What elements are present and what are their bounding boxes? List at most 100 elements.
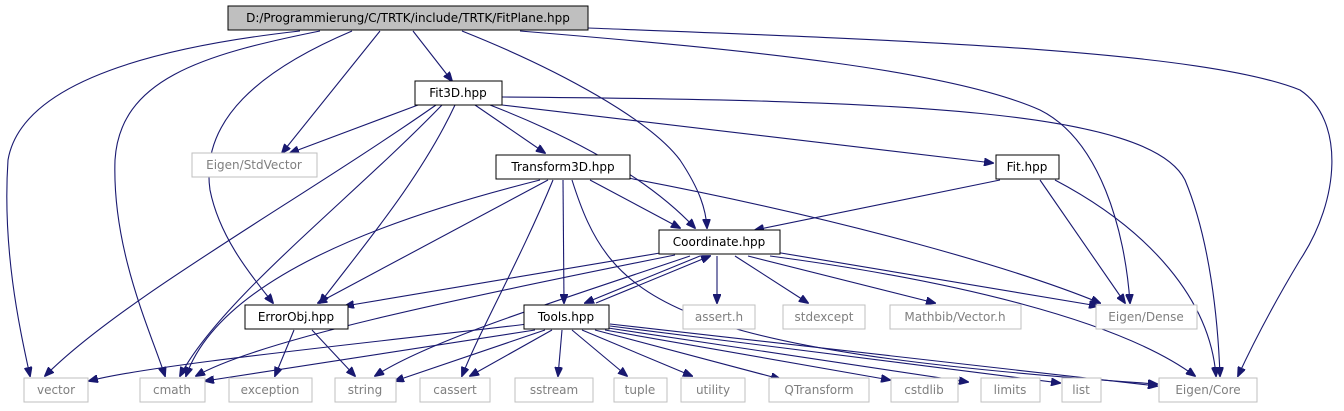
node-limits: limits (980, 377, 1041, 403)
node-errorobj-label: ErrorObj.hpp (258, 310, 334, 324)
node-tuple: tuple (613, 377, 668, 403)
node-cassert-label: cassert (433, 383, 477, 397)
node-dense-label: Eigen/Dense (1108, 310, 1183, 324)
node-exception: exception (228, 377, 313, 403)
edge-transform3d-cassert (462, 179, 554, 376)
dependency-edges (6, 27, 1333, 386)
edge-fit3d-transform3d (474, 104, 545, 153)
edge-tools-cstdlib (604, 329, 890, 380)
edge-root-coordinate (461, 30, 707, 228)
edge-tools-limits (607, 327, 968, 382)
node-core: Eigen/Core (1158, 377, 1258, 403)
edge-errorobj-string (311, 329, 355, 376)
edge-fit3d-core (501, 96, 1220, 376)
edge-errorobj-exception (275, 329, 295, 376)
edge-transform3d-tools (563, 179, 564, 303)
node-mathbib: Mathbib/Vector.h (889, 304, 1022, 330)
edge-root-cmath (114, 30, 321, 376)
edge-tools-cassert (470, 329, 553, 376)
node-errorobj[interactable]: ErrorObj.hpp (244, 304, 349, 330)
node-string-label: string (348, 383, 382, 397)
edge-coordinate-string (375, 255, 691, 376)
node-tuple-label: tuple (625, 383, 656, 397)
edge-fit-dense (1039, 179, 1125, 303)
edge-coordinate-mathbib (747, 255, 935, 303)
node-fit3d[interactable]: Fit3D.hpp (414, 80, 503, 106)
node-coordinate[interactable]: Coordinate.hpp (658, 229, 781, 255)
edge-transform3d-core (571, 179, 1157, 384)
edge-tools-list (609, 325, 1060, 383)
edge-tools-coordinate (595, 256, 710, 304)
edge-root-core (587, 27, 1333, 376)
edge-tools-tuple (571, 329, 627, 376)
edge-tools-cmath (205, 329, 536, 381)
node-vector: vector (23, 377, 89, 403)
node-sstream-label: sstream (530, 383, 578, 397)
edge-tools-string (395, 329, 546, 381)
edge-fit3d-stdvector (290, 104, 419, 153)
node-stdvector: Eigen/StdVector (191, 152, 318, 178)
node-root-label: D:/Programmierung/C/TRTK/include/TRTK/Fi… (246, 11, 570, 25)
node-utility: utility (680, 377, 746, 403)
edge-coordinate-cmath (196, 254, 676, 376)
edge-transform3d-dense (627, 177, 1100, 303)
edge-coordinate-tools (585, 255, 701, 303)
node-cmath: cmath (139, 377, 206, 403)
node-dense: Eigen/Dense (1095, 304, 1198, 330)
node-sstream: sstream (514, 377, 594, 403)
node-exception-label: exception (241, 383, 300, 397)
node-stdexcept-label: stdexcept (795, 310, 854, 324)
edge-fit3d-fit (501, 104, 993, 163)
edge-coordinate-stdexcept (734, 255, 808, 303)
node-asserth: assert.h (682, 304, 756, 330)
node-tools-label: Tools.hpp (537, 310, 594, 324)
edge-root-fit3d (412, 30, 452, 81)
node-list-label: list (1072, 383, 1090, 397)
edge-fit3d-vector (45, 104, 437, 376)
edge-coordinate-dense (774, 251, 1098, 306)
edge-coordinate-core (769, 255, 1195, 376)
node-stdvector-label: Eigen/StdVector (206, 158, 302, 172)
node-fit[interactable]: Fit.hpp (995, 154, 1060, 180)
node-cstdlib: cstdlib (890, 377, 959, 403)
edge-transform3d-coordinate (589, 179, 680, 228)
edge-root-dense (519, 30, 1130, 303)
node-tools[interactable]: Tools.hpp (523, 304, 610, 330)
edge-root-vector (6, 30, 301, 376)
node-asserth-label: assert.h (695, 310, 743, 324)
node-cmath-label: cmath (153, 383, 191, 397)
node-qtransform: QTransform (768, 377, 870, 403)
node-limits-label: limits (994, 383, 1027, 397)
edge-tools-vector (89, 323, 529, 381)
edge-fit3d-cmath (180, 104, 443, 376)
edge-fit-core (1054, 179, 1216, 376)
node-core-label: Eigen/Core (1175, 383, 1240, 397)
edge-fit-coordinate (755, 179, 1001, 230)
edge-coordinate-errorobj (345, 252, 661, 306)
node-root[interactable]: D:/Programmierung/C/TRTK/include/TRTK/Fi… (227, 5, 589, 31)
node-vector-label: vector (37, 383, 75, 397)
edge-transform3d-errorobj (318, 179, 549, 303)
edge-fit3d-errorobj (320, 104, 456, 303)
node-fit-label: Fit.hpp (1007, 160, 1048, 174)
edge-tools-qtransform (594, 329, 780, 379)
node-cassert: cassert (419, 377, 491, 403)
edge-transform3d-cmath (186, 179, 541, 376)
node-string: string (334, 377, 397, 403)
node-transform3d[interactable]: Transform3D.hpp (495, 154, 631, 180)
node-qtransform-label: QTransform (784, 383, 853, 397)
edge-root-stdvector (282, 30, 381, 153)
node-stdexcept: stdexcept (782, 304, 866, 330)
node-cstdlib-label: cstdlib (904, 383, 943, 397)
node-utility-label: utility (696, 383, 730, 397)
node-coordinate-label: Coordinate.hpp (673, 235, 765, 249)
node-transform3d-label: Transform3D.hpp (510, 160, 614, 174)
node-mathbib-label: Mathbib/Vector.h (904, 310, 1005, 324)
edge-tools-utility (581, 329, 692, 376)
node-list: list (1061, 377, 1102, 403)
node-fit3d-label: Fit3D.hpp (429, 86, 487, 100)
edge-tools-sstream (558, 329, 562, 376)
edge-tools-core (609, 323, 1157, 386)
file-nodes: D:/Programmierung/C/TRTK/include/TRTK/Fi… (23, 5, 1258, 403)
